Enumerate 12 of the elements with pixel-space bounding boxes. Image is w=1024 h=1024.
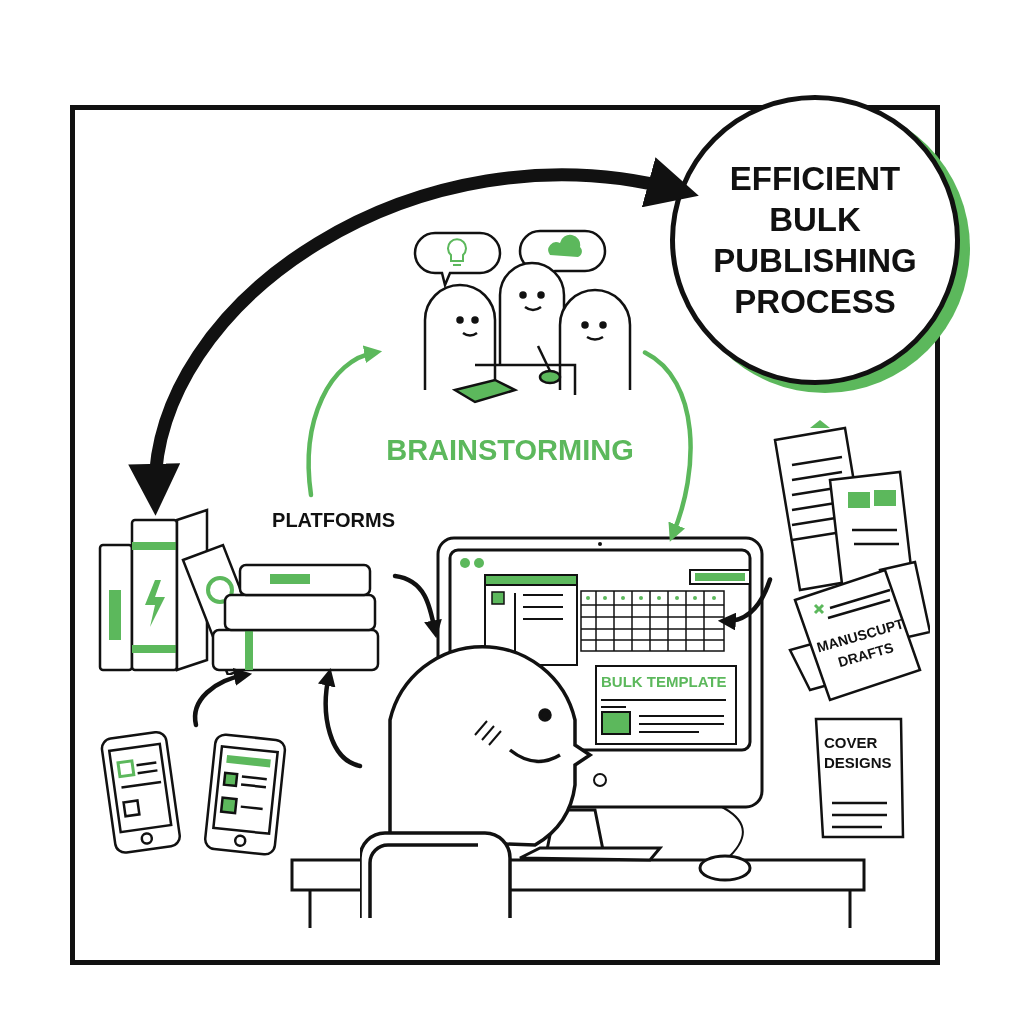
curved-arrow xyxy=(717,577,773,630)
curved-arrow xyxy=(642,350,693,542)
curved-arrow xyxy=(392,573,442,639)
document-label: COVER DESIGNS xyxy=(824,734,892,771)
step-label: BRAINSTORMING xyxy=(386,432,634,468)
title-text: EFFICIENT BULK PUBLISHING PROCESS xyxy=(712,158,918,323)
curved-arrow xyxy=(306,346,382,498)
curved-arrow xyxy=(131,158,700,516)
step-label: PLATFORMS xyxy=(272,509,395,531)
curved-arrow xyxy=(192,668,253,728)
curved-arrow xyxy=(318,667,363,769)
panel-title: BULK TEMPLATE xyxy=(601,672,728,692)
